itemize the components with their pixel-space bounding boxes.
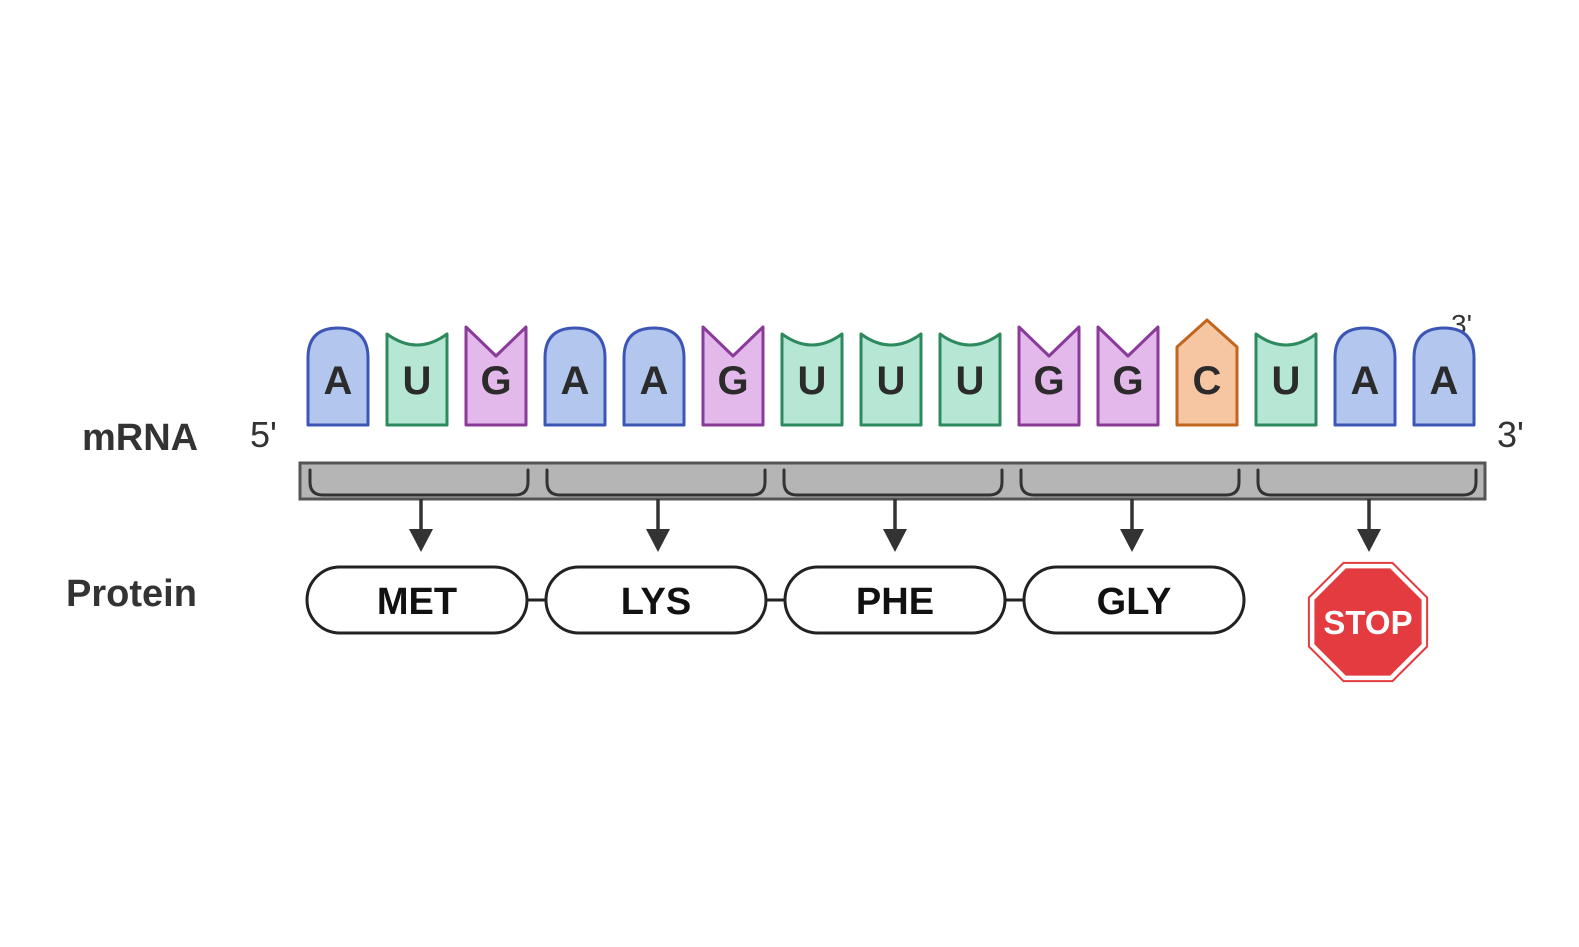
base-letter: G [1033,359,1064,403]
amino-acid-pill [783,565,1007,635]
base-shape [1175,318,1239,427]
codon-arrow [1120,499,1144,552]
codon-bracket [1019,468,1241,497]
base-shape [385,332,449,427]
base-shape [1096,325,1160,427]
base-g: G [464,325,528,427]
stop-sign: STOP [1307,561,1429,683]
base-u: U [385,332,449,427]
base-shape [859,332,923,427]
amino-acid-phe: PHE [783,565,1007,635]
base-letter: A [1351,359,1380,403]
protein-chain: MET LYS PHE GLY [305,565,1246,635]
base-shape [701,325,765,427]
base-shape [1254,332,1318,427]
base-letter: G [1112,359,1143,403]
base-a: A [622,326,686,427]
base-c: C [1175,318,1239,427]
codon-bracket [1256,468,1478,497]
base-a: A [306,326,370,427]
base-letter: A [640,359,669,403]
base-letter: A [1430,359,1459,403]
arrow-head [1120,529,1144,552]
amino-acid-gly: GLY [1022,565,1246,635]
amino-acid-label: MET [377,581,457,623]
base-shape [543,326,607,427]
codon-arrow [646,499,670,552]
protein-label: Protein [66,573,197,615]
amino-acid-label: PHE [856,581,934,623]
base-letter: A [324,359,353,403]
arrow-head [883,529,907,552]
mrna-label: mRNA [82,417,198,459]
base-shape [780,332,844,427]
base-shape [1017,325,1081,427]
amino-acid-met: MET [305,565,529,635]
base-g: G [1096,325,1160,427]
base-letter: U [956,359,985,403]
base-a: A [543,326,607,427]
base-letter: U [798,359,827,403]
base-u: U [780,332,844,427]
stop-label: STOP [1323,604,1412,641]
base-letter: G [717,359,748,403]
base-letter: G [480,359,511,403]
base-letter: U [403,359,432,403]
base-shape [1333,326,1397,427]
codon-arrows [409,499,1381,552]
arrow-head [1357,529,1381,552]
base-u: U [938,332,1002,427]
arrow-head [409,529,433,552]
arrow-head [646,529,670,552]
base-letter: A [561,359,590,403]
stop-sign-octagon [1314,568,1422,676]
mrna-backbone [298,461,1487,501]
codon-brackets [308,468,1478,497]
codon-arrow [409,499,433,552]
base-shape [938,332,1002,427]
codon-arrow [883,499,907,552]
base-shape [464,325,528,427]
codon-arrow [1357,499,1381,552]
amino-acid-label: GLY [1097,581,1172,623]
base-shape [1412,326,1476,427]
amino-acid-pill [544,565,768,635]
base-shape [622,326,686,427]
amino-acid-pill [1022,565,1246,635]
codon-bracket [308,468,530,497]
codon-bracket [782,468,1004,497]
amino-acid-label: LYS [621,581,691,623]
base-u: U [1254,332,1318,427]
base-letter: C [1193,359,1222,403]
five-prime-label: 5' [250,414,277,455]
base-a: A [1412,326,1476,427]
base-u: U [859,332,923,427]
base-letter: U [1272,359,1301,403]
base-shape [306,326,370,427]
three-prime-label: 3' [1497,414,1524,455]
base-letter: U [877,359,906,403]
base-a: A [1333,326,1397,427]
amino-acid-pill [305,565,529,635]
codon-bracket [545,468,767,497]
base-g: G [701,325,765,427]
base-g: G [1017,325,1081,427]
amino-acid-lys: LYS [544,565,768,635]
